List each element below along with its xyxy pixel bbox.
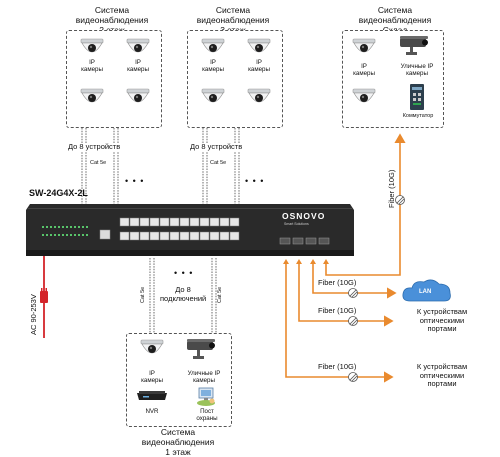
dome-camera-icon	[79, 37, 105, 64]
floor3-ellipsis: • • •	[245, 176, 265, 186]
bullet-camera-icon	[398, 35, 432, 62]
dome-camera-icon	[246, 87, 272, 114]
floor1-cable-label-right: Cat 5e	[217, 286, 223, 303]
dome-camera-icon	[79, 87, 105, 114]
lan-cloud-icon	[402, 279, 451, 302]
dome-camera-icon	[139, 338, 165, 365]
brand-logo: OSNOVO	[282, 211, 326, 221]
street-camera-label: Уличные IP камеры	[187, 370, 221, 385]
industrial-switch-icon	[407, 83, 427, 116]
guard-post-icon	[195, 386, 217, 413]
fiber-label-lan: Fiber (10G)	[318, 278, 357, 288]
ip-camera-label: IP камеры	[202, 59, 224, 74]
brand-tagline: Smart Solutions	[284, 222, 309, 226]
ip-camera-label: IP камеры	[81, 59, 103, 74]
ip-camera-label: IP камеры	[127, 59, 149, 74]
optical-destination-2: К устройствам оптическими портами	[416, 362, 468, 389]
floor2-title: Система видеонаблюдения 2 этаж	[75, 5, 149, 34]
switch-label: Коммутатор	[402, 113, 434, 119]
ip-camera-label: IP камеры	[141, 370, 163, 385]
floor3-group: IP камеры IP камеры	[187, 30, 283, 128]
optical-destination-1: К устройствам оптическими портами	[416, 307, 468, 334]
warehouse-group: IP камеры Уличные IP камеры Коммутатор	[342, 30, 444, 128]
floor1-group: IP камеры Уличные IP камеры NVR Пост охр…	[126, 333, 232, 427]
bullet-camera-icon	[185, 338, 219, 367]
cable-floor3	[202, 128, 240, 205]
switch-model: SW-24G4X-2L	[29, 188, 88, 198]
floor1-cable-label-left: Cat 5e	[140, 286, 146, 303]
ip-camera-label: IP камеры	[353, 63, 375, 78]
floor1-connection-count: До 8 подключений	[160, 285, 207, 303]
dome-camera-icon	[200, 87, 226, 114]
fiber-vertical-label: Fiber (10G)	[387, 169, 396, 208]
floor1-ellipsis: • • •	[174, 268, 194, 278]
power-plug-icon	[40, 288, 48, 303]
dome-camera-icon	[125, 87, 151, 114]
floor2-ellipsis: • • •	[125, 176, 145, 186]
floor2-cable-label: Cat 5e	[90, 160, 107, 167]
floor3-device-count: До 8 устройств	[190, 142, 243, 152]
fiber-coil-icons	[348, 195, 405, 382]
floor3-title: Система видеонаблюдения 3 этаж	[196, 5, 270, 34]
nvr-label: NVR	[145, 408, 159, 415]
dome-camera-icon	[351, 87, 377, 114]
dome-camera-icon	[200, 37, 226, 64]
warehouse-title: Система видеонаблюдения Склад	[358, 5, 432, 34]
power-label: AC 90-253V	[29, 294, 38, 335]
dome-camera-icon	[125, 37, 151, 64]
floor3-cable-label: Cat 5e	[210, 160, 227, 167]
nvr-icon	[135, 389, 169, 408]
guard-post-label: Пост охраны	[196, 408, 218, 423]
main-switch	[26, 200, 354, 258]
floor1-title: Система видеонаблюдения 1 этаж	[141, 427, 215, 457]
cable-floor1	[149, 258, 217, 333]
floor2-device-count: До 8 устройств	[68, 142, 121, 152]
fiber-label-optical-2: Fiber (10G)	[318, 362, 357, 372]
fiber-label-optical-1: Fiber (10G)	[318, 306, 357, 316]
dome-camera-icon	[246, 37, 272, 64]
lan-label: LAN	[419, 289, 432, 295]
cable-floor2	[81, 128, 119, 205]
dome-camera-icon	[351, 37, 377, 64]
street-camera-label: Уличные IP камеры	[400, 63, 434, 78]
floor2-group: IP камеры IP камеры	[66, 30, 162, 128]
ip-camera-label: IP камеры	[248, 59, 270, 74]
